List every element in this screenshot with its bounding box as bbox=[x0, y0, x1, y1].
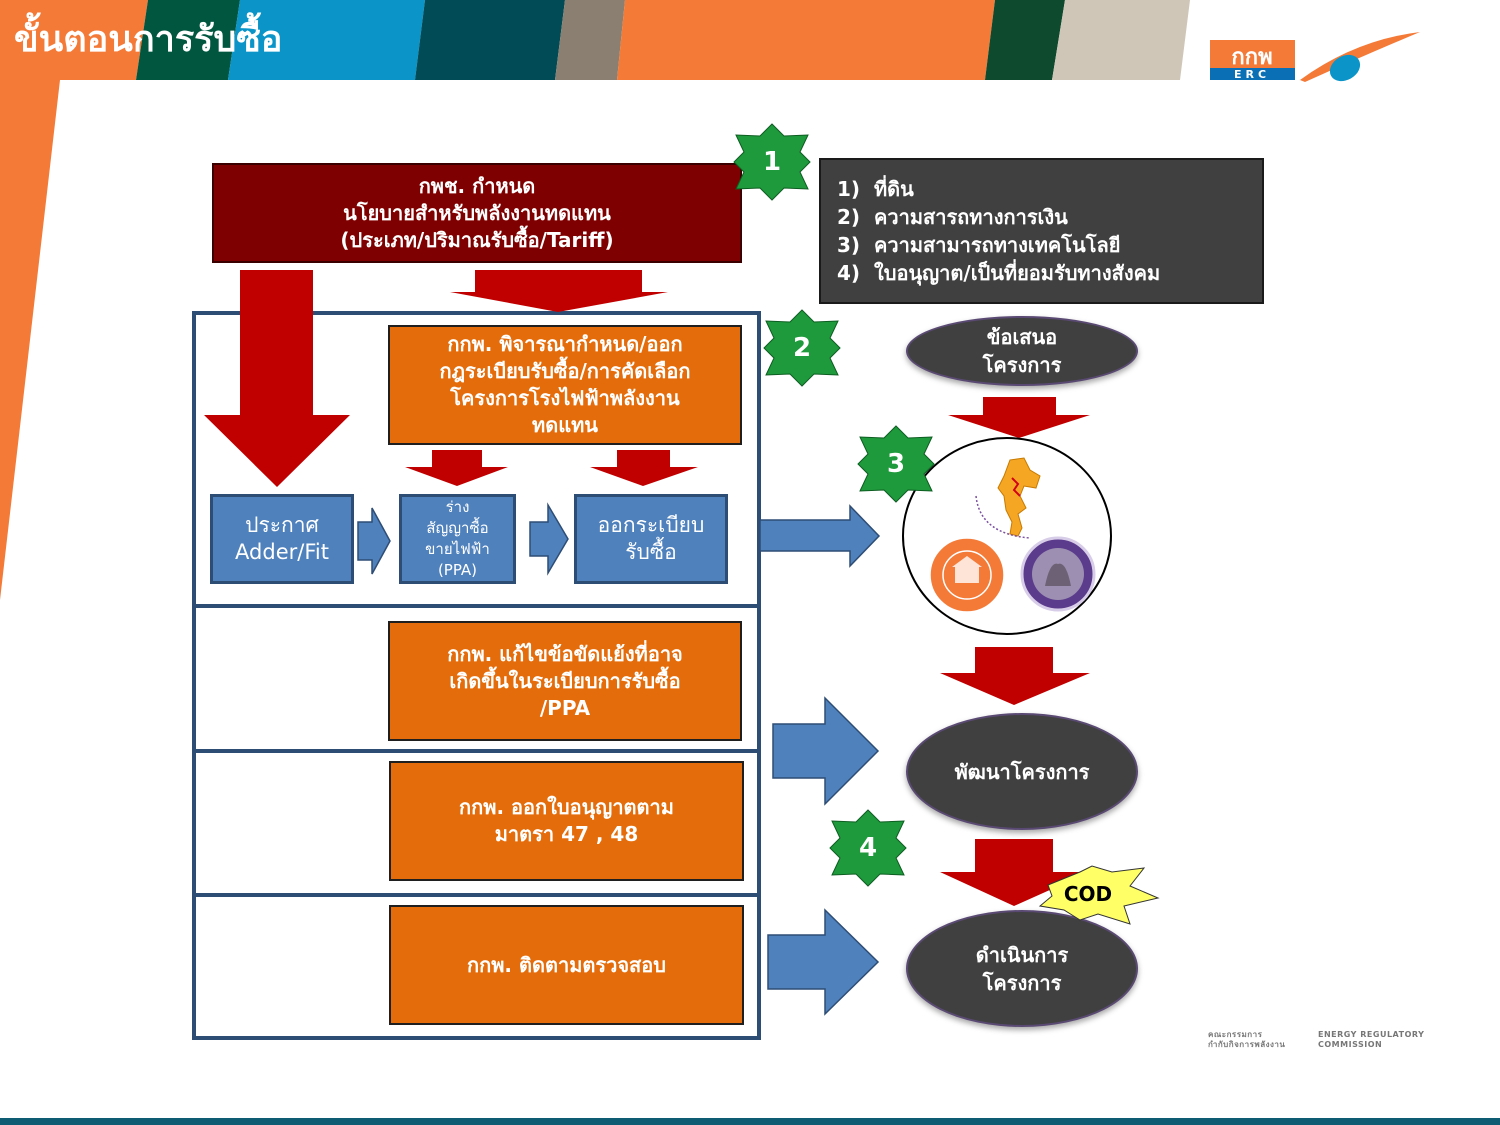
footer-english: ENERGY REGULATORY COMMISSION bbox=[1318, 1030, 1425, 1049]
criteria-item-1: 1) ที่ดิน bbox=[837, 177, 914, 201]
logo-bottom-text: ERC bbox=[1234, 68, 1270, 81]
blue-arrow-to-develop bbox=[772, 696, 880, 806]
step-1-star bbox=[733, 123, 811, 201]
erc-dispute-box: กกพ. แก้ไขข้อขัดแย้งที่อาจ เกิดขึ้นในระเ… bbox=[388, 621, 742, 741]
step-1-label: 1 bbox=[762, 147, 782, 177]
logo-top-block bbox=[1210, 40, 1295, 72]
erc-regulation-box: กกพ. พิจารณากำหนด/ออก กฎระเบียบรับซื้อ/ก… bbox=[388, 325, 742, 445]
policy-box: กพช. กำหนด นโยบายสำหรับพลังงานทดแทน (ประ… bbox=[212, 163, 742, 263]
step-4-label: 4 bbox=[858, 833, 878, 863]
blue-arrow-to-operate bbox=[767, 908, 880, 1016]
red-arrow-operate bbox=[940, 839, 1090, 906]
red-arrow-left bbox=[204, 270, 350, 487]
erc-license-box: กกพ. ออกใบอนุญาตตาม มาตรา 47 , 48 bbox=[389, 761, 744, 881]
blue-arrow-small-1 bbox=[357, 507, 391, 575]
logo-orb bbox=[1329, 54, 1361, 82]
criteria-item-3: 3) ความสามารถทางเทคโนโลยี bbox=[837, 233, 1121, 257]
cod-label: COD bbox=[1063, 882, 1113, 906]
blue-arrow-to-agencies bbox=[759, 504, 881, 568]
ppa-draft-box: ร่าง สัญญาซื้อ ขายไฟฟ้า (PPA) bbox=[399, 494, 516, 584]
red-arrow-develop bbox=[940, 647, 1090, 705]
issue-regulation-box: ออกระเบียบ รับซื้อ bbox=[574, 494, 728, 584]
step-2-star bbox=[763, 309, 841, 387]
erc-logo: กกพ ERC bbox=[1210, 32, 1420, 82]
criteria-item-2: 2) ความสารถทางการเงิน bbox=[837, 205, 1068, 229]
blue-arrow-small-2 bbox=[529, 502, 569, 576]
logo-top-text: กกพ bbox=[1231, 45, 1272, 70]
erc-monitor-box: กกพ. ติดตามตรวจสอบ bbox=[389, 905, 744, 1025]
slide-title: ขั้นตอนการรับซื้อ bbox=[14, 19, 283, 60]
step-2-label: 2 bbox=[792, 333, 812, 363]
agencies-circle bbox=[902, 437, 1112, 635]
project-operate-ellipse: ดำเนินการ โครงการ bbox=[906, 910, 1138, 1027]
thailand-map-icon bbox=[975, 457, 1041, 539]
logo-bottom-block bbox=[1210, 68, 1295, 80]
criteria-box: 1) ที่ดิน 2) ความสารถทางการเงิน 3) ความส… bbox=[819, 158, 1264, 304]
red-arrow-proposal bbox=[948, 397, 1090, 438]
announce-adder-fit-box: ประกาศ Adder/Fit bbox=[210, 494, 354, 584]
project-proposal-ellipse: ข้อเสนอ โครงการ bbox=[906, 316, 1138, 386]
step-4-star bbox=[829, 809, 907, 887]
erc-frame-4 bbox=[192, 893, 761, 1040]
criteria-item-4: 4) ใบอนุญาต/เป็นที่ยอมรับทางสังคม bbox=[837, 261, 1161, 285]
step-3-label: 3 bbox=[886, 449, 906, 479]
project-develop-ellipse: พัฒนาโครงการ bbox=[906, 713, 1138, 830]
red-arrow-small-2 bbox=[590, 450, 698, 486]
footer-thai: คณะกรรมการ กำกับกิจการพลังงาน bbox=[1208, 1030, 1286, 1049]
red-arrow-small-1 bbox=[405, 450, 508, 486]
red-arrow-policy bbox=[450, 270, 668, 312]
step-3-star bbox=[857, 425, 935, 503]
logo-swoosh bbox=[1300, 32, 1420, 82]
purple-agency-seal-icon bbox=[1020, 536, 1096, 612]
orange-agency-seal-icon bbox=[929, 537, 1005, 613]
cod-burst bbox=[1038, 865, 1160, 925]
